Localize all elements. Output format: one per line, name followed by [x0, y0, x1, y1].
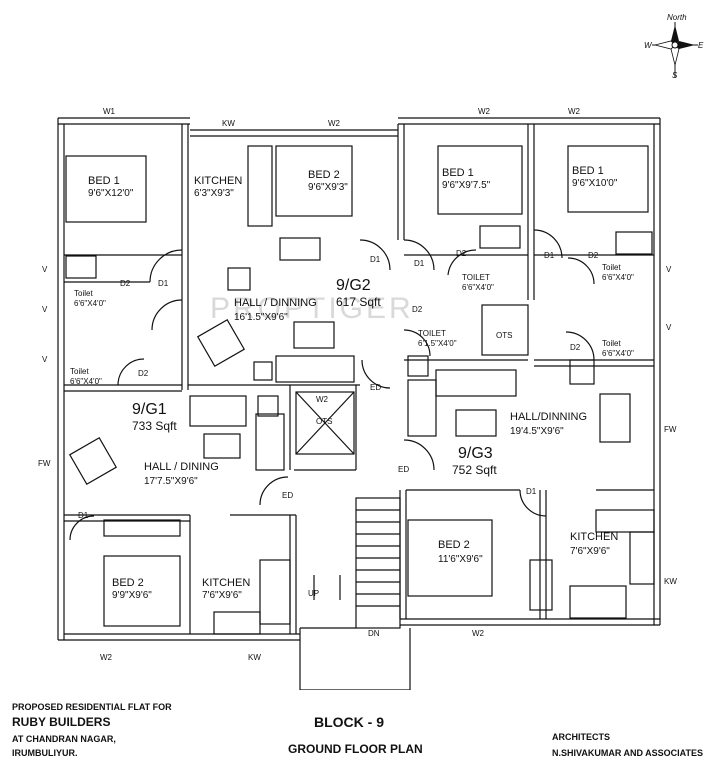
compass-west: W — [644, 41, 653, 50]
room-dim: 7'6"X9'6" — [202, 590, 242, 601]
tag-v: V — [42, 305, 48, 314]
walls — [57, 117, 661, 690]
room-dim: 6'1.5"X4'0" — [418, 339, 457, 348]
tag-d1: D1 — [544, 251, 555, 260]
room-name: HALL / DINING — [144, 461, 219, 473]
tag-ots: OTS — [316, 417, 332, 426]
room-name: Toilet — [602, 263, 621, 272]
room-name: BED 1 — [442, 167, 474, 179]
address-line-2: IRUMBULIYUR. — [12, 748, 78, 758]
room-dim: 6'3"X9'3" — [194, 188, 234, 199]
tag-fw: FW — [38, 459, 51, 468]
room-name: BED 1 — [88, 175, 120, 187]
tag-ed: ED — [370, 383, 381, 392]
wall-tags: W1 KW W2 W2 W2 V V V FW V V FW KW W2 KW … — [38, 107, 677, 662]
room-dim: 11'6"X9'6" — [438, 554, 483, 565]
tag-d1: D1 — [370, 255, 381, 264]
room-dim: 6'6"X4'0" — [602, 349, 634, 358]
unit-area: 733 Sqft — [132, 419, 177, 433]
room-dim: 19'4.5"X9'6" — [510, 426, 564, 437]
tag-d2: D2 — [138, 369, 149, 378]
room-name: BED 2 — [438, 539, 470, 551]
tag-w2: W2 — [478, 107, 491, 116]
tag-d2: D2 — [456, 249, 467, 258]
room-dim: 9'6"X10'0" — [572, 178, 618, 189]
room-name: BED 1 — [572, 165, 604, 177]
tag-w2: W2 — [100, 653, 113, 662]
tag-w2: W2 — [316, 395, 329, 404]
tag-d1: D1 — [78, 511, 89, 520]
tag-v: V — [42, 265, 48, 274]
tag-d1: D1 — [414, 259, 425, 268]
tag-fw: FW — [664, 425, 677, 434]
tag-kw: KW — [222, 119, 235, 128]
room-name: Toilet — [74, 289, 93, 298]
room-name: HALL / DINNING — [234, 297, 317, 309]
room-dim: 9'9"X9'6" — [112, 590, 152, 601]
tag-d1: D1 — [158, 279, 169, 288]
architect-firm: N.SHIVAKUMAR AND ASSOCIATES — [552, 748, 704, 758]
room-dim: 7'6"X9'6" — [570, 546, 610, 557]
architects-label: ARCHITECTS — [552, 732, 610, 742]
room-name: KITCHEN — [202, 577, 250, 589]
room-name: HALL/DINNING — [510, 411, 587, 423]
tag-ed: ED — [398, 465, 409, 474]
tag-v: V — [666, 265, 672, 274]
room-name: Toilet — [70, 367, 89, 376]
tag-d2: D2 — [120, 279, 131, 288]
unit-id: 9/G1 — [132, 401, 167, 418]
unit-id: 9/G2 — [336, 277, 371, 294]
room-name: KITCHEN — [570, 531, 618, 543]
compass-icon: North S E W — [644, 13, 704, 80]
room-name: TOILET — [418, 329, 446, 338]
room-dim: 17'7.5"X9'6" — [144, 476, 198, 487]
tag-d1: D1 — [526, 487, 537, 496]
room-dim: 6'6"X4'0" — [462, 283, 494, 292]
room-dim: 16'1.5"X9'6" — [234, 312, 288, 323]
address-line-1: AT CHANDRAN NAGAR, — [12, 734, 116, 744]
unit-id: 9/G3 — [458, 445, 493, 462]
block-title: BLOCK - 9 — [314, 714, 384, 730]
unit-area: 617 Sqft — [336, 295, 381, 309]
unit-area: 752 Sqft — [452, 463, 497, 477]
tag-kw: KW — [248, 653, 261, 662]
tag-ed: ED — [282, 491, 293, 500]
compass-north: North — [667, 13, 687, 22]
proposed-label: PROPOSED RESIDENTIAL FLAT FOR — [12, 702, 172, 712]
tag-d2: D2 — [412, 305, 423, 314]
room-dim: 9'6"X12'0" — [88, 188, 134, 199]
room-name: BED 2 — [308, 169, 340, 181]
room-dim: 6'6"X4'0" — [74, 299, 106, 308]
tag-d2: D2 — [588, 251, 599, 260]
tag-v: V — [666, 323, 672, 332]
plan-title: GROUND FLOOR PLAN — [288, 742, 423, 756]
room-name: KITCHEN — [194, 175, 242, 187]
tag-up: UP — [308, 589, 319, 598]
room-dim: 9'6"X9'7.5" — [442, 180, 491, 191]
tag-w2: W2 — [568, 107, 581, 116]
tag-w2: W2 — [328, 119, 341, 128]
room-name: Toilet — [602, 339, 621, 348]
compass-south: S — [672, 71, 678, 80]
tag-v: V — [42, 355, 48, 364]
room-dim: 6'6"X4'0" — [602, 273, 634, 282]
tag-d2: D2 — [570, 343, 581, 352]
tag-w2: W2 — [472, 629, 485, 638]
floor-plan-drawing: PROPTIGER North S E W — [38, 13, 704, 690]
room-name: TOILET — [462, 273, 490, 282]
tag-kw: KW — [664, 577, 677, 586]
tag-w1: W1 — [103, 107, 116, 116]
tag-dn: DN — [368, 629, 380, 638]
compass-east: E — [698, 41, 704, 50]
room-name: BED 2 — [112, 577, 144, 589]
unit-labels: 9/G1 733 Sqft 9/G2 617 Sqft 9/G3 752 Sqf… — [132, 277, 497, 477]
watermark: PROPTIGER — [210, 292, 414, 325]
tag-ots: OTS — [496, 331, 512, 340]
room-labels: BED 1 9'6"X12'0" KITCHEN 6'3"X9'3" BED 2… — [70, 165, 634, 601]
client-name: RUBY BUILDERS — [12, 715, 111, 729]
room-dim: 9'6"X9'3" — [308, 182, 348, 193]
room-dim: 6'6"X4'0" — [70, 377, 102, 386]
